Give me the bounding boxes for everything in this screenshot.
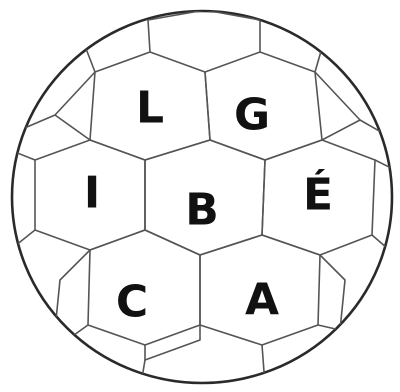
letter-center: B	[185, 185, 219, 236]
letter-top-right: G	[234, 90, 270, 141]
letter-middle-right: É	[303, 168, 333, 221]
letter-middle-left: I	[84, 168, 100, 219]
letter-top-left: L	[136, 83, 164, 134]
letter-bottom-right: A	[245, 275, 279, 326]
letter-bottom-left: C	[116, 277, 148, 328]
